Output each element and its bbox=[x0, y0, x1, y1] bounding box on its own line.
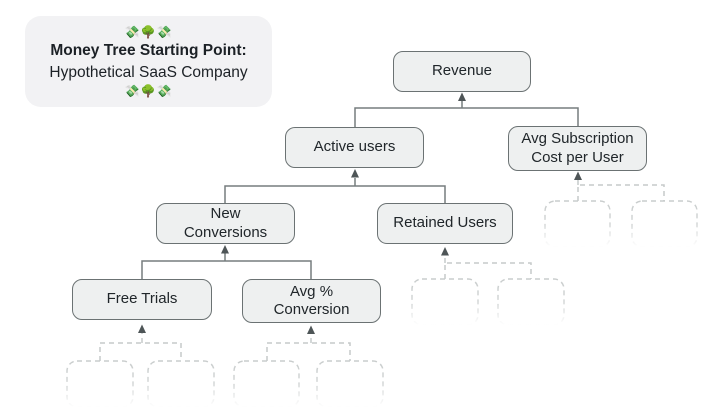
node-label: New Conversions bbox=[183, 205, 268, 241]
connector-avg-subscription-placeholders bbox=[577, 184, 665, 201]
arrowhead-into-avg-pct-conversion bbox=[307, 325, 315, 334]
node-label: Avg Subscription Cost per User bbox=[521, 130, 634, 166]
node-label: Revenue bbox=[431, 62, 493, 80]
node-retained-users[interactable]: Retained Users bbox=[377, 203, 513, 244]
arrowhead-into-avg-subscription bbox=[574, 171, 582, 180]
arrowhead-into-active-users bbox=[351, 169, 359, 178]
title-card: 💸🌳💸 Money Tree Starting Point: Hypotheti… bbox=[25, 16, 272, 107]
node-free-trials[interactable]: Free Trials bbox=[72, 279, 212, 320]
money-tree-emoji-bottom: 💸🌳💸 bbox=[124, 83, 173, 98]
money-tree-emoji-top: 💸🌳💸 bbox=[124, 25, 173, 40]
connector-avg-pct-placeholders bbox=[266, 342, 351, 361]
connector-active-users-children bbox=[224, 185, 446, 203]
connector-revenue-children bbox=[354, 107, 579, 127]
node-label: Avg % Conversion bbox=[273, 282, 350, 318]
placeholder-node-avg-pct-child-2[interactable] bbox=[316, 360, 384, 408]
node-new-conversions[interactable]: New Conversions bbox=[156, 203, 295, 244]
placeholder-node-free-trials-child-1[interactable] bbox=[66, 360, 134, 408]
arrowhead-into-revenue bbox=[458, 92, 466, 101]
title-line-2: Hypothetical SaaS Company bbox=[49, 63, 248, 81]
node-avg-pct-conversion[interactable]: Avg % Conversion bbox=[242, 279, 381, 323]
arrowhead-into-free-trials bbox=[138, 324, 146, 333]
placeholder-node-retained-users-child-1[interactable] bbox=[411, 278, 479, 326]
node-revenue[interactable]: Revenue bbox=[393, 51, 531, 92]
placeholder-node-retained-users-child-2[interactable] bbox=[497, 278, 565, 326]
connector-new-conversions-children bbox=[141, 260, 312, 279]
node-active-users[interactable]: Active users bbox=[285, 127, 424, 168]
placeholder-node-avg-subscription-child-2[interactable] bbox=[631, 200, 698, 248]
placeholder-node-avg-subscription-child-1[interactable] bbox=[544, 200, 611, 248]
node-label: Free Trials bbox=[106, 290, 178, 308]
connector-retained-users-placeholders bbox=[444, 262, 532, 279]
arrowhead-into-new-conversions bbox=[221, 245, 229, 254]
node-label: Active users bbox=[313, 138, 396, 156]
connector-free-trials-placeholders bbox=[99, 342, 182, 361]
node-label: Retained Users bbox=[393, 214, 497, 232]
placeholder-node-free-trials-child-2[interactable] bbox=[147, 360, 215, 408]
placeholder-node-avg-pct-child-1[interactable] bbox=[233, 360, 300, 408]
node-avg-subscription-cost[interactable]: Avg Subscription Cost per User bbox=[508, 126, 647, 171]
title-line-1: Money Tree Starting Point: bbox=[50, 42, 247, 60]
arrowhead-into-retained-users bbox=[441, 247, 449, 256]
